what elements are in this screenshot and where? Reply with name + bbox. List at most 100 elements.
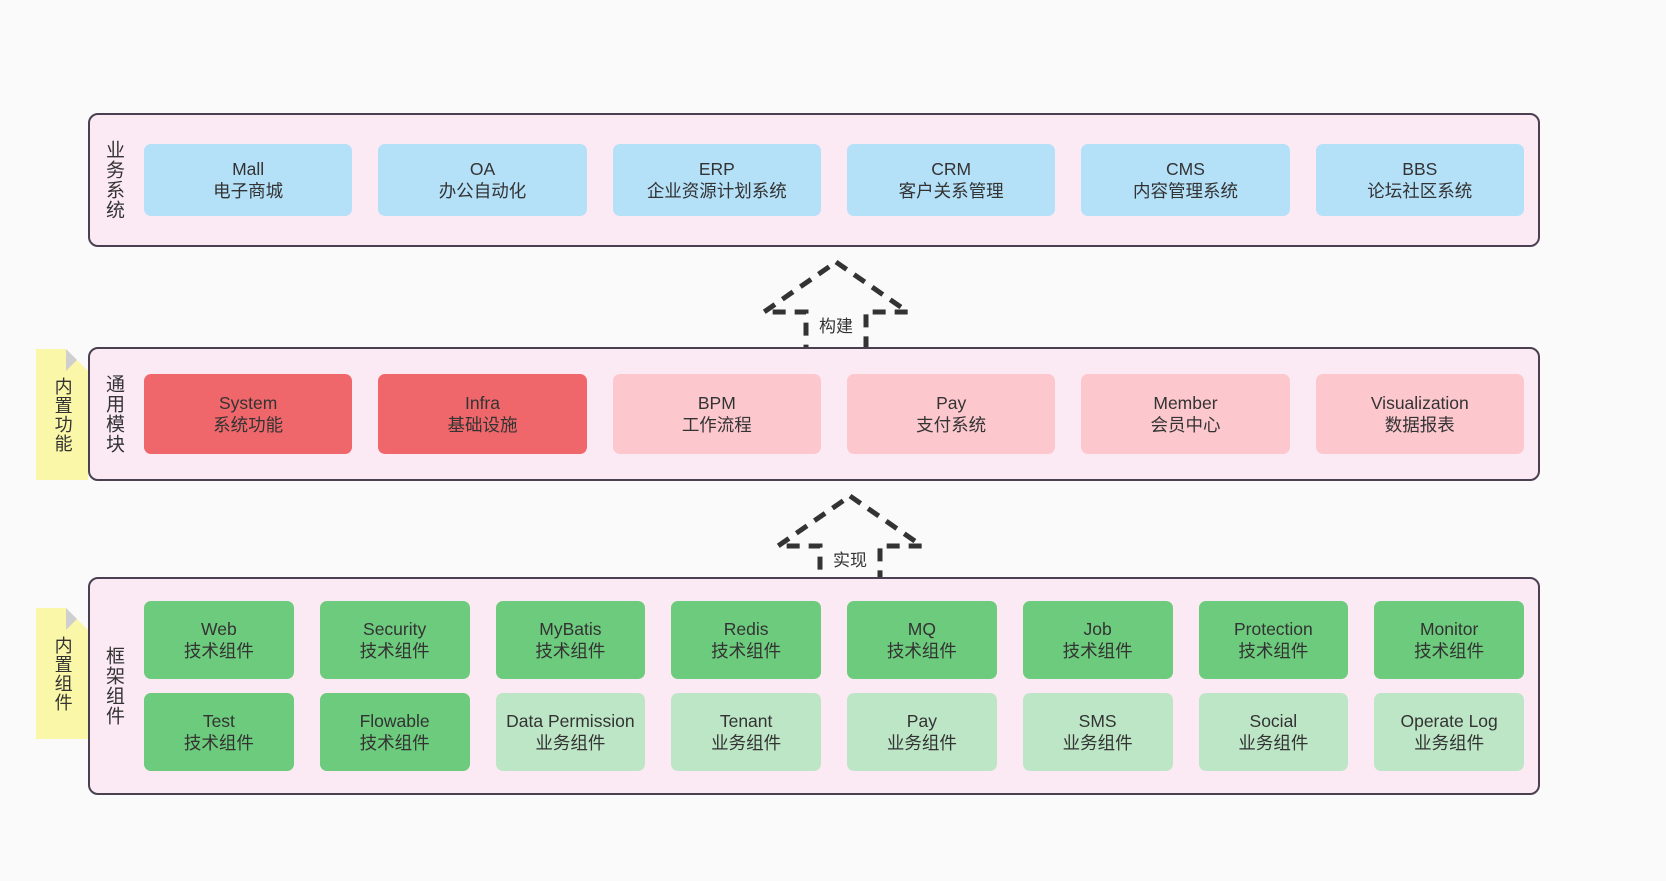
node-cms-en: CMS (1166, 158, 1205, 179)
node-operate-log-cn: 业务组件 (1414, 733, 1485, 753)
node-infra[interactable]: Infra 基础设施 (378, 374, 587, 454)
node-sms[interactable]: SMS 业务组件 (1022, 693, 1173, 771)
sticky-note-builtin-components-label: 内置组件 (52, 635, 73, 712)
node-visualization[interactable]: Visualization 数据报表 (1315, 374, 1524, 454)
node-system-en: System (218, 392, 278, 413)
layer-common-title: 通用模块 (103, 374, 125, 454)
node-social-cn: 业务组件 (1238, 733, 1309, 753)
node-pay-module-cn: 支付系统 (916, 415, 987, 435)
node-security[interactable]: Security 技术组件 (319, 601, 470, 679)
node-oa-cn: 办公自动化 (438, 181, 527, 201)
node-crm-en: CRM (931, 158, 972, 179)
node-redis[interactable]: Redis 技术组件 (671, 601, 821, 679)
node-mall-en: Mall (232, 158, 265, 179)
node-operate-log-en: Operate Log (1400, 710, 1498, 731)
arrow-realize: 实现 (770, 492, 930, 588)
arrow-build-shape (756, 258, 916, 353)
node-tenant[interactable]: Tenant 业务组件 (671, 693, 821, 771)
node-crm[interactable]: CRM 客户关系管理 (846, 144, 1056, 216)
layer-business-title: 业务系统 (103, 140, 125, 220)
node-erp[interactable]: ERP 企业资源计划系统 (612, 144, 821, 216)
node-redis-cn: 技术组件 (711, 641, 782, 661)
node-pay-module[interactable]: Pay 支付系统 (846, 374, 1056, 454)
sticky-note-builtin-features: 内置功能 (36, 349, 88, 480)
node-crm-cn: 客户关系管理 (898, 181, 1004, 201)
layer-common-body: System 系统功能 Infra 基础设施 BPM 工作流程 Pay 支付系统… (136, 349, 1538, 479)
node-mall[interactable]: Mall 电子商城 (144, 144, 353, 216)
node-mq[interactable]: MQ 技术组件 (847, 601, 997, 679)
node-member-cn: 会员中心 (1150, 415, 1221, 435)
node-job-en: Job (1083, 618, 1112, 639)
layer-framework-components: 框架组件 Web 技术组件 Security 技术组件 MyBatis 技术组件… (88, 577, 1540, 795)
node-job[interactable]: Job 技术组件 (1022, 601, 1173, 679)
arrow-realize-shape (770, 492, 930, 587)
node-protection[interactable]: Protection 技术组件 (1198, 601, 1349, 679)
layer-business-systems: 业务系统 Mall 电子商城 OA 办公自动化 ERP 企业资源计划系统 CRM… (88, 113, 1540, 247)
node-oa[interactable]: OA 办公自动化 (378, 144, 587, 216)
node-web-cn: 技术组件 (183, 641, 254, 661)
node-mybatis-en: MyBatis (539, 618, 602, 639)
node-tenant-en: Tenant (719, 710, 773, 731)
node-sms-cn: 业务组件 (1062, 733, 1133, 753)
node-cms-cn: 内容管理系统 (1132, 181, 1238, 201)
node-security-en: Security (363, 618, 427, 639)
node-pay-component[interactable]: Pay 业务组件 (847, 693, 997, 771)
node-monitor[interactable]: Monitor 技术组件 (1374, 601, 1524, 679)
node-monitor-cn: 技术组件 (1414, 641, 1485, 661)
node-web-en: Web (201, 618, 237, 639)
node-job-cn: 技术组件 (1062, 641, 1133, 661)
node-sms-en: SMS (1078, 710, 1117, 731)
node-flowable-en: Flowable (359, 710, 430, 731)
node-cms[interactable]: CMS 内容管理系统 (1081, 144, 1290, 216)
node-mq-en: MQ (907, 618, 936, 639)
node-security-cn: 技术组件 (359, 641, 430, 661)
node-data-permission-cn: 业务组件 (535, 733, 606, 753)
node-mybatis[interactable]: MyBatis 技术组件 (495, 601, 646, 679)
node-pay-component-cn: 业务组件 (886, 733, 957, 753)
node-mall-cn: 电子商城 (213, 181, 284, 201)
framework-node-row-2: Test 技术组件 Flowable 技术组件 Data Permission … (144, 693, 1524, 771)
node-bpm-cn: 工作流程 (681, 415, 752, 435)
node-monitor-en: Monitor (1419, 618, 1479, 639)
node-system[interactable]: System 系统功能 (144, 374, 353, 454)
node-bpm-en: BPM (697, 392, 736, 413)
node-mq-cn: 技术组件 (886, 641, 957, 661)
node-bbs[interactable]: BBS 论坛社区系统 (1315, 144, 1524, 216)
node-web[interactable]: Web 技术组件 (144, 601, 294, 679)
node-redis-en: Redis (723, 618, 769, 639)
layer-business-body: Mall 电子商城 OA 办公自动化 ERP 企业资源计划系统 CRM 客户关系… (136, 115, 1538, 245)
node-data-permission[interactable]: Data Permission 业务组件 (495, 693, 646, 771)
node-flowable-cn: 技术组件 (359, 733, 430, 753)
node-erp-cn: 企业资源计划系统 (646, 181, 787, 201)
node-visualization-cn: 数据报表 (1384, 415, 1455, 435)
sticky-note-builtin-components: 内置组件 (36, 608, 88, 739)
node-bbs-cn: 论坛社区系统 (1367, 181, 1473, 201)
layer-framework-body: Web 技术组件 Security 技术组件 MyBatis 技术组件 Redi… (136, 579, 1538, 793)
arrow-build-label: 构建 (819, 317, 853, 336)
framework-node-row-1: Web 技术组件 Security 技术组件 MyBatis 技术组件 Redi… (144, 601, 1524, 679)
arrow-realize-label: 实现 (833, 551, 867, 570)
node-member[interactable]: Member 会员中心 (1081, 374, 1290, 454)
node-pay-module-en: Pay (936, 392, 967, 413)
layer-common-modules: 通用模块 System 系统功能 Infra 基础设施 BPM 工作流程 Pay… (88, 347, 1540, 481)
node-flowable[interactable]: Flowable 技术组件 (319, 693, 470, 771)
node-bbs-en: BBS (1402, 158, 1438, 179)
node-erp-en: ERP (698, 158, 735, 179)
node-protection-en: Protection (1233, 618, 1313, 639)
node-data-permission-en: Data Permission (506, 710, 635, 731)
node-tenant-cn: 业务组件 (711, 733, 782, 753)
node-social[interactable]: Social 业务组件 (1198, 693, 1349, 771)
node-test[interactable]: Test 技术组件 (144, 693, 294, 771)
node-member-en: Member (1153, 392, 1218, 413)
node-visualization-en: Visualization (1370, 392, 1469, 413)
node-infra-cn: 基础设施 (447, 415, 518, 435)
node-test-cn: 技术组件 (183, 733, 254, 753)
node-bpm[interactable]: BPM 工作流程 (612, 374, 821, 454)
sticky-note-builtin-features-label: 内置功能 (52, 376, 73, 453)
node-system-cn: 系统功能 (213, 415, 284, 435)
node-operate-log[interactable]: Operate Log 业务组件 (1374, 693, 1524, 771)
node-protection-cn: 技术组件 (1238, 641, 1309, 661)
arrow-build: 构建 (756, 258, 916, 354)
node-mybatis-cn: 技术组件 (535, 641, 606, 661)
